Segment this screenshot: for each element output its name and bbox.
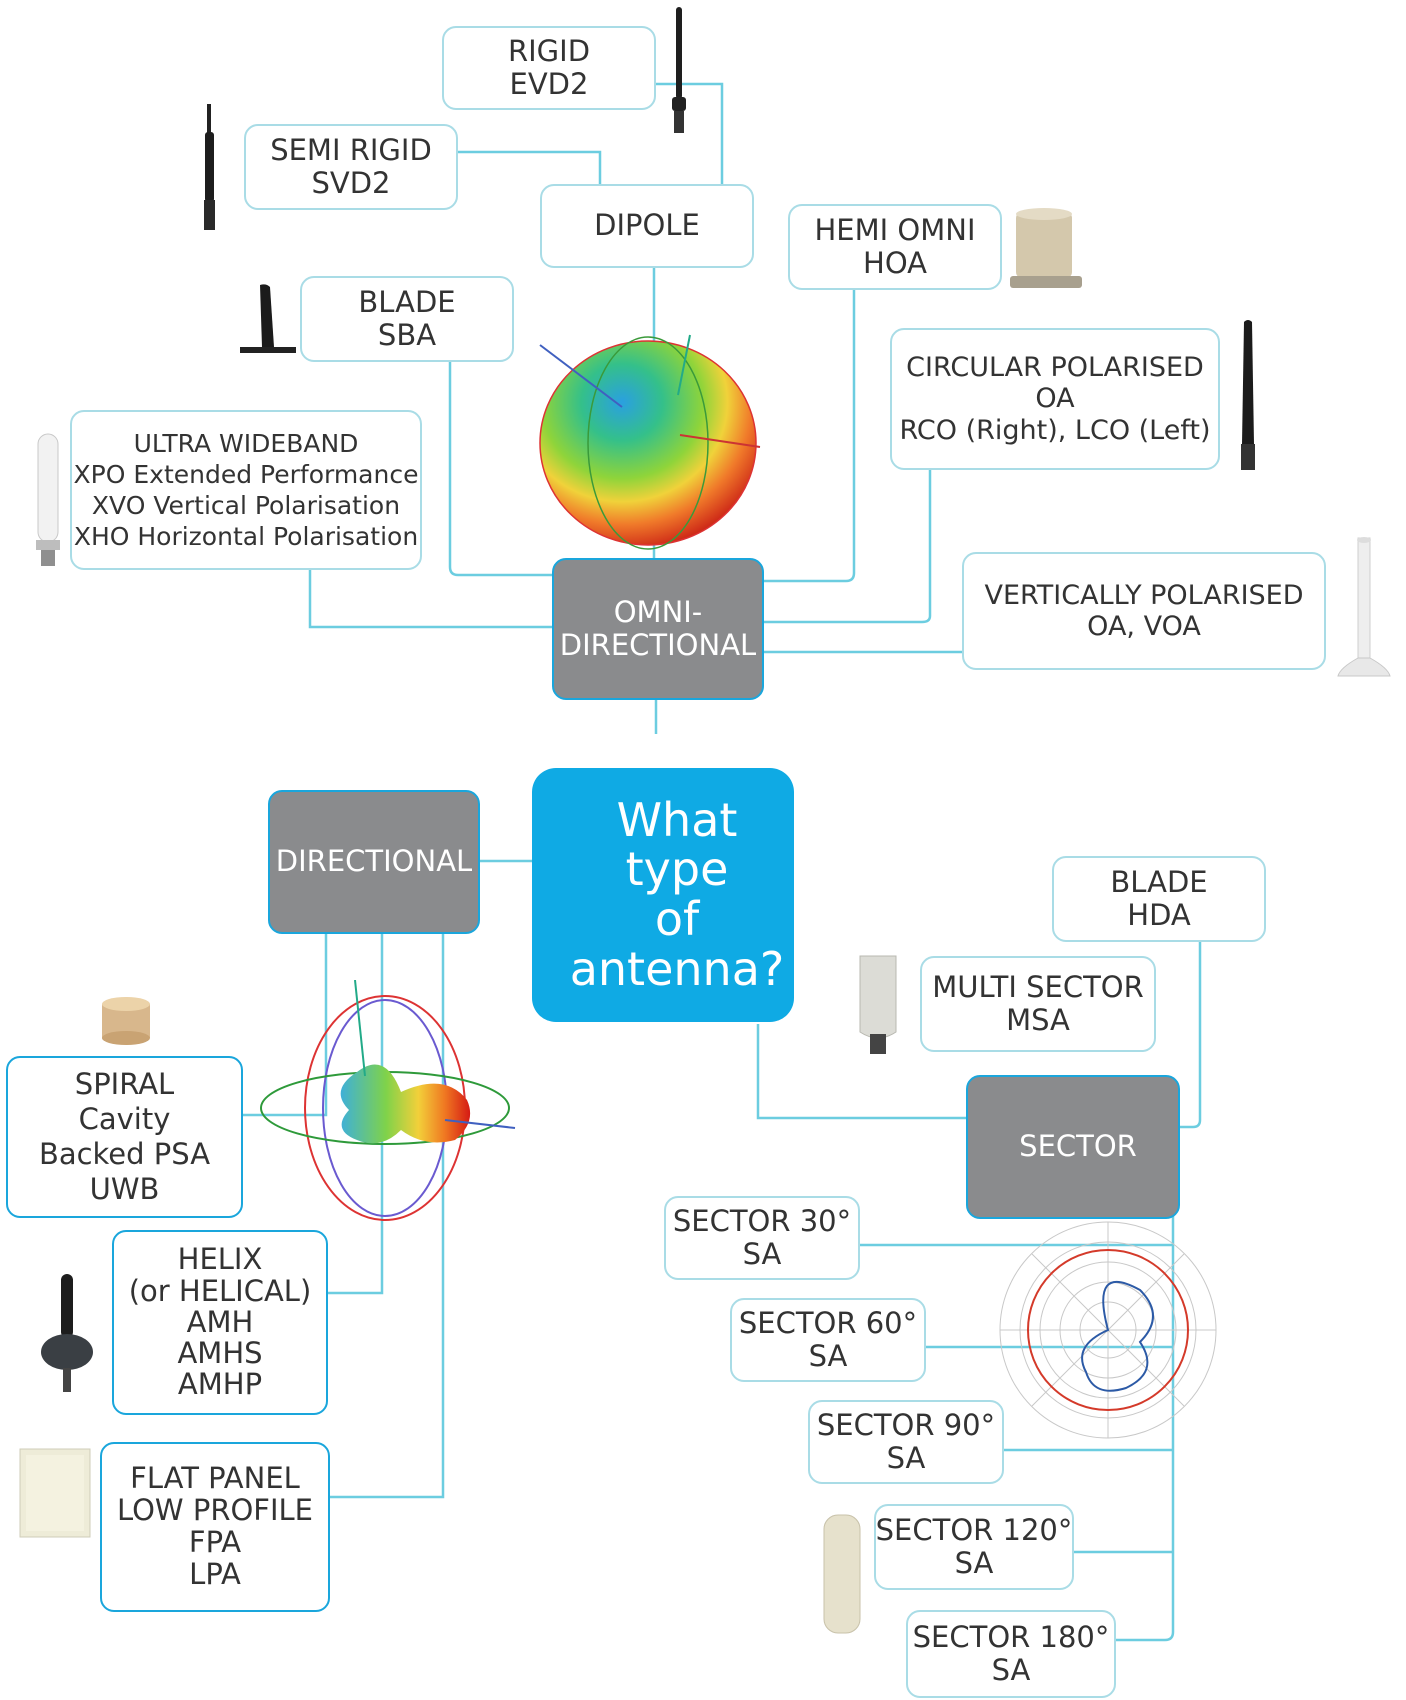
omni-radiation-pattern-image: [539, 334, 761, 550]
center-line-2: type: [625, 842, 729, 897]
hemi-omni-line-1: HEMI OMNI: [814, 212, 976, 247]
circular-polarised-antenna-image: [1241, 320, 1255, 470]
rigid-line-1: RIGID: [507, 33, 591, 68]
vertical-line-2: OA, VOA: [1087, 611, 1201, 642]
vertically-polarised-node: VERTICALLY POLARISED OA, VOA: [962, 552, 1326, 670]
helix-line-4: AMHS: [177, 1336, 263, 1371]
spiral-line-1: SPIRAL: [74, 1067, 175, 1102]
multi-sector-node: MULTI SECTOR MSA: [920, 956, 1156, 1052]
sector-90-line-1: SECTOR 90°: [816, 1407, 996, 1442]
blade-sba-line-2: SBA: [377, 318, 437, 352]
semi-rigid-node: SEMI RIGID SVD2: [244, 124, 458, 210]
helix-line-2: (or HELICAL): [128, 1273, 312, 1308]
center-line-4: antenna?: [569, 941, 785, 996]
omni-line-1: OMNI-: [613, 594, 703, 629]
helix-node: HELIX (or HELICAL) AMH AMHS AMHP: [112, 1230, 328, 1415]
dipole-line-1: DIPOLE: [594, 208, 700, 243]
directional-radiation-pattern-image: [260, 980, 516, 1221]
blade-antenna-image: [240, 284, 296, 353]
helix-antenna-image: [41, 1274, 93, 1392]
sector-node: SECTOR: [966, 1075, 1180, 1219]
blade-hda-node: BLADE HDA: [1052, 856, 1266, 942]
center-line-1: What: [616, 792, 738, 847]
blade-sba-node: BLADE SBA: [300, 276, 514, 362]
flat-panel-line-2: LOW PROFILE: [116, 1493, 314, 1528]
sector-120-node: SECTOR 120° SA: [874, 1504, 1074, 1590]
circular-line-1: CIRCULAR POLARISED: [906, 352, 1204, 384]
flat-panel-line-4: LPA: [189, 1556, 241, 1591]
spiral-node: SPIRAL Cavity Backed PSA UWB: [6, 1056, 243, 1218]
sector-30-node: SECTOR 30° SA: [664, 1196, 860, 1280]
spiral-line-4: UWB: [89, 1171, 160, 1206]
semi-rigid-line-1: SEMI RIGID: [270, 132, 432, 167]
sector-120-line-1: SECTOR 120°: [875, 1512, 1073, 1547]
hemi-omni-antenna-image: [1010, 208, 1082, 288]
rigid-line-2: EVD2: [509, 67, 589, 101]
vertically-polarised-antenna-image: [1337, 537, 1391, 677]
sector-180-line-1: SECTOR 180°: [912, 1619, 1110, 1654]
sector-line-1: SECTOR: [1019, 1129, 1137, 1164]
vertical-line-1: VERTICALLY POLARISED: [984, 579, 1304, 611]
ultra-wideband-node: ULTRA WIDEBAND XPO Extended Performance …: [70, 410, 422, 570]
center-line-3: of: [654, 892, 700, 946]
helix-line-1: HELIX: [177, 1242, 263, 1277]
sector-90-node: SECTOR 90° SA: [808, 1400, 1004, 1484]
sector-panel-antenna-image: [823, 1514, 861, 1634]
multi-sector-line-1: MULTI SECTOR: [932, 969, 1144, 1004]
sector-60-line-2: SA: [808, 1339, 848, 1373]
hemi-omni-node: HEMI OMNI HOA: [788, 204, 1002, 290]
directional-line-1: DIRECTIONAL: [275, 844, 473, 879]
semi-rigid-antenna-image: [204, 104, 215, 230]
blade-sba-line-1: BLADE: [358, 284, 456, 319]
uwb-line-4: XHO Horizontal Polarisation: [73, 522, 419, 552]
rigid-node: RIGID EVD2: [442, 26, 656, 110]
blade-hda-line-2: HDA: [1127, 898, 1191, 932]
flat-panel-antenna-image: [19, 1448, 91, 1538]
spiral-line-2: Cavity: [78, 1102, 171, 1137]
sector-60-line-1: SECTOR 60°: [738, 1305, 918, 1340]
dipole-antenna-image: [672, 7, 686, 133]
flat-panel-node: FLAT PANEL LOW PROFILE FPA LPA: [100, 1442, 330, 1612]
sector-polar-plot-image: [999, 1221, 1217, 1439]
sector-180-node: SECTOR 180° SA: [906, 1610, 1116, 1698]
sector-30-line-2: SA: [742, 1237, 782, 1271]
uwb-line-1: ULTRA WIDEBAND: [133, 428, 359, 458]
hemi-omni-line-2: HOA: [863, 246, 927, 280]
ultra-wideband-antenna-image: [36, 433, 60, 566]
flat-panel-line-1: FLAT PANEL: [130, 1461, 300, 1496]
semi-rigid-line-2: SVD2: [311, 166, 391, 200]
spiral-line-3: Backed PSA: [38, 1137, 211, 1171]
omni-directional-node: OMNI- DIRECTIONAL: [552, 558, 764, 700]
uwb-line-2: XPO Extended Performance: [73, 459, 419, 489]
sector-90-line-2: SA: [886, 1441, 926, 1475]
sector-180-line-2: SA: [991, 1653, 1031, 1687]
uwb-line-3: XVO Vertical Polarisation: [91, 491, 401, 520]
circular-polarised-node: CIRCULAR POLARISED OA RCO (Right), LCO (…: [890, 328, 1220, 470]
circular-line-2: OA: [1035, 383, 1075, 415]
directional-node: DIRECTIONAL: [268, 790, 480, 934]
multi-sector-line-2: MSA: [1006, 1003, 1070, 1037]
sector-30-line-1: SECTOR 30°: [672, 1203, 852, 1238]
flat-panel-line-3: FPA: [188, 1525, 242, 1559]
helix-line-3: AMH: [186, 1304, 254, 1339]
dipole-node: DIPOLE: [540, 184, 754, 268]
sector-120-line-2: SA: [954, 1546, 994, 1580]
blade-hda-line-1: BLADE: [1110, 864, 1208, 899]
omni-line-2: DIRECTIONAL: [559, 628, 757, 662]
spiral-antenna-image: [102, 997, 150, 1045]
sector-60-node: SECTOR 60° SA: [730, 1298, 926, 1382]
multi-sector-antenna-image: [859, 955, 897, 1054]
center-question-node: What type of antenna?: [532, 768, 794, 1022]
circular-line-3: RCO (Right), LCO (Left): [899, 414, 1211, 446]
helix-line-5: AMHP: [177, 1367, 263, 1402]
